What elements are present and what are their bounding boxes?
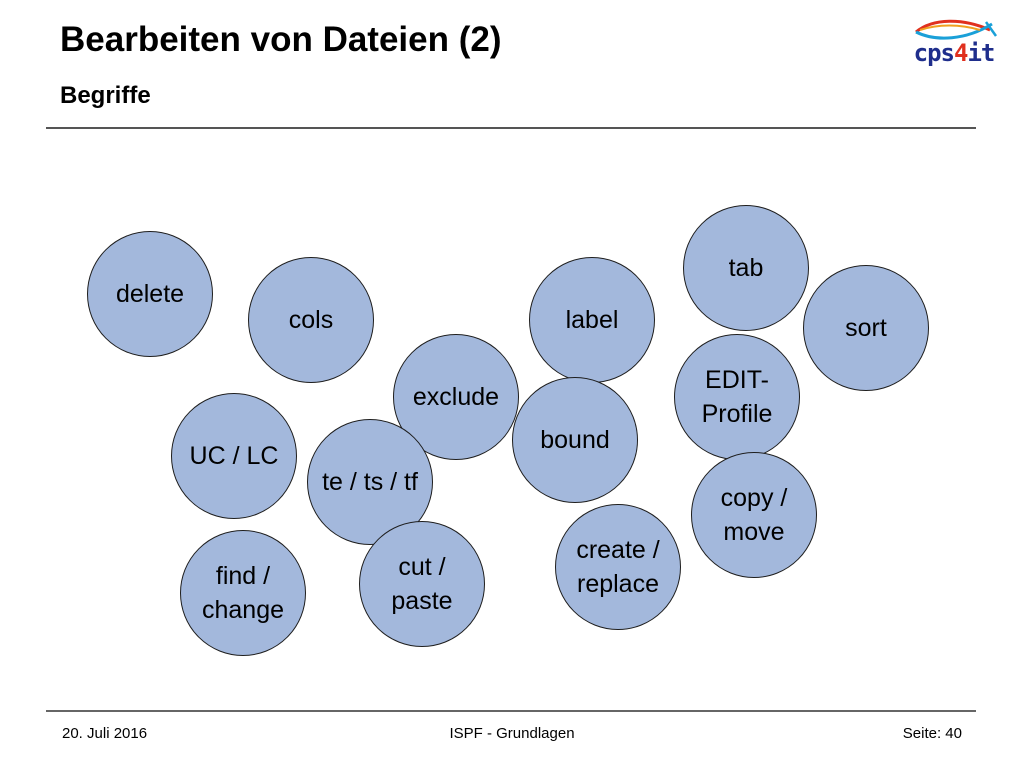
slide-title: Bearbeiten von Dateien (2) xyxy=(60,20,502,59)
term-bubble-cut-paste: cut / paste xyxy=(359,521,485,647)
logo-wordmark: cps4it xyxy=(913,39,996,67)
term-bubble-label: label xyxy=(529,257,655,383)
term-bubble-uc-lc: UC / LC xyxy=(171,393,297,519)
term-bubble-te-ts-tf: te / ts / tf xyxy=(307,419,433,545)
term-bubble-cols: cols xyxy=(248,257,374,383)
term-bubble-sort: sort xyxy=(803,265,929,391)
footer-date: 20. Juli 2016 xyxy=(62,725,148,742)
header-divider xyxy=(46,127,976,129)
term-bubble-delete: delete xyxy=(87,231,213,357)
footer-page-number: Seite: 40 xyxy=(902,725,962,742)
term-bubble-tab: tab xyxy=(683,205,809,331)
term-bubble-exclude: exclude xyxy=(393,334,519,460)
footer-divider xyxy=(46,710,976,712)
term-bubble-copy-move: copy / move xyxy=(691,452,817,578)
term-bubble-find-change: find / change xyxy=(180,530,306,656)
term-bubble-create-replace: create / replace xyxy=(555,504,681,630)
logo-swoosh-icon xyxy=(915,19,998,40)
cps4it-logo: cps4it xyxy=(908,16,1000,72)
footer-course: ISPF - Grundlagen xyxy=(449,725,575,742)
term-bubble-edit-profile: EDIT- Profile xyxy=(674,334,800,460)
slide-subtitle: Begriffe xyxy=(60,82,151,109)
term-bubble-bound: bound xyxy=(512,377,638,503)
